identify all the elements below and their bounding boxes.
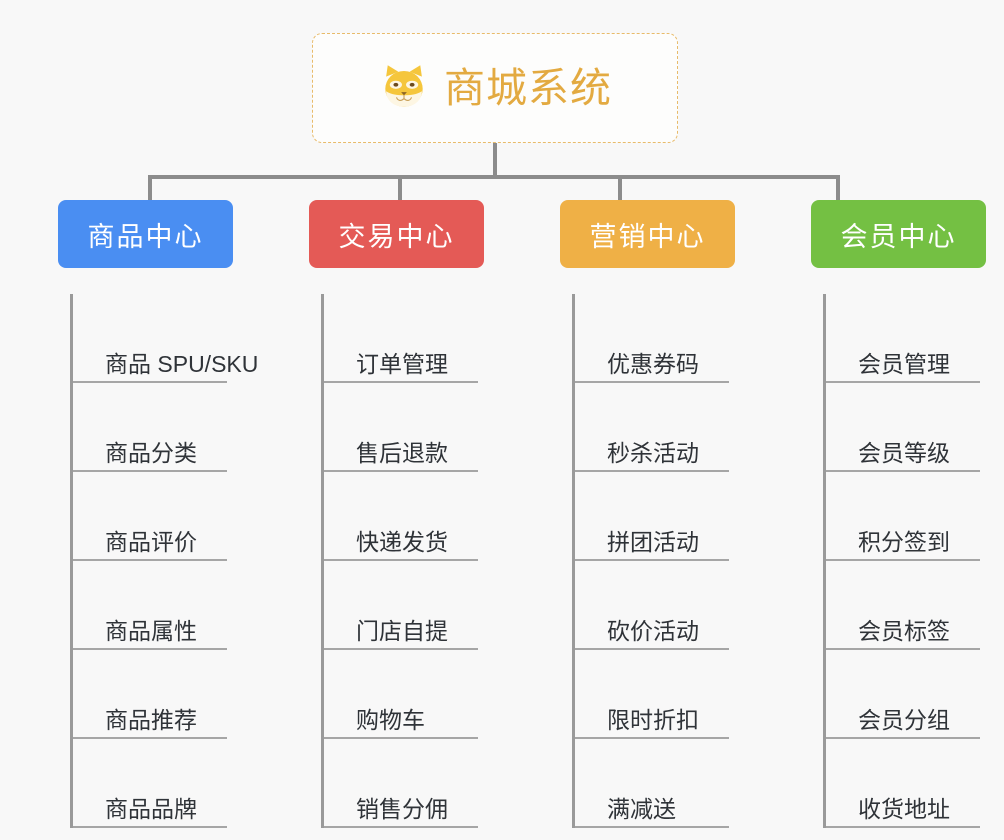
leaf-label: 满减送 bbox=[607, 796, 676, 823]
column-member-center: 会员中心 会员管理 会员等级 积分签到 会员标签 会员分组 bbox=[753, 200, 1004, 828]
list-item[interactable]: 砍价活动 bbox=[575, 561, 729, 650]
leaf-label: 商品品牌 bbox=[105, 796, 197, 823]
list-item[interactable]: 商品属性 bbox=[73, 561, 227, 650]
leaf-label: 会员管理 bbox=[858, 351, 950, 378]
leaf-list-marketing-center: 优惠券码 秒杀活动 拼团活动 砍价活动 限时折扣 满减送 bbox=[572, 294, 753, 828]
column-trade-center: 交易中心 订单管理 售后退款 快递发货 门店自提 购物车 bbox=[251, 200, 502, 828]
leaf-list-product-center: 商品 SPU/SKU 商品分类 商品评价 商品属性 商品推荐 商品品牌 bbox=[70, 294, 258, 828]
leaf-label: 商品分类 bbox=[105, 440, 197, 467]
leaf-label: 销售分佣 bbox=[356, 796, 448, 823]
list-item[interactable]: 销售分佣 bbox=[324, 739, 478, 828]
list-item[interactable]: 积分签到 bbox=[826, 472, 980, 561]
category-label: 商品中心 bbox=[87, 221, 204, 252]
list-item[interactable]: 商品评价 bbox=[73, 472, 227, 561]
leaf-label: 拼团活动 bbox=[607, 529, 699, 556]
list-item[interactable]: 订单管理 bbox=[324, 294, 478, 383]
list-item[interactable]: 限时折扣 bbox=[575, 650, 729, 739]
list-item[interactable]: 会员等级 bbox=[826, 383, 980, 472]
leaf-label: 快递发货 bbox=[356, 529, 448, 556]
category-columns: 商品中心 商品 SPU/SKU 商品分类 商品评价 商品属性 商品推荐 bbox=[0, 200, 1004, 828]
category-header-marketing-center[interactable]: 营销中心 bbox=[560, 200, 735, 268]
list-item[interactable]: 商品推荐 bbox=[73, 650, 227, 739]
leaf-label: 优惠券码 bbox=[607, 351, 699, 378]
list-item[interactable]: 会员标签 bbox=[826, 561, 980, 650]
shiba-dog-face-icon bbox=[378, 62, 430, 114]
leaf-label: 售后退款 bbox=[356, 440, 448, 467]
leaf-label: 积分签到 bbox=[858, 529, 950, 556]
category-label: 会员中心 bbox=[840, 221, 957, 252]
category-label: 营销中心 bbox=[589, 221, 706, 252]
column-marketing-center: 营销中心 优惠券码 秒杀活动 拼团活动 砍价活动 限时折扣 bbox=[502, 200, 753, 828]
leaf-label: 购物车 bbox=[356, 707, 425, 734]
list-item[interactable]: 秒杀活动 bbox=[575, 383, 729, 472]
list-item[interactable]: 商品 SPU/SKU bbox=[73, 294, 258, 383]
category-header-product-center[interactable]: 商品中心 bbox=[58, 200, 233, 268]
list-item[interactable]: 商品分类 bbox=[73, 383, 227, 472]
leaf-label: 商品评价 bbox=[105, 529, 197, 556]
leaf-list-trade-center: 订单管理 售后退款 快递发货 门店自提 购物车 销售分佣 bbox=[321, 294, 502, 828]
leaf-label: 秒杀活动 bbox=[607, 440, 699, 467]
leaf-label: 商品 SPU/SKU bbox=[105, 351, 259, 378]
list-item[interactable]: 快递发货 bbox=[324, 472, 478, 561]
list-item[interactable]: 满减送 bbox=[575, 739, 729, 828]
list-item[interactable]: 拼团活动 bbox=[575, 472, 729, 561]
list-item[interactable]: 会员管理 bbox=[826, 294, 980, 383]
root-node[interactable]: 商城系统 bbox=[312, 33, 678, 143]
leaf-label: 商品属性 bbox=[105, 618, 197, 645]
category-header-member-center[interactable]: 会员中心 bbox=[811, 200, 986, 268]
leaf-label: 会员等级 bbox=[858, 440, 950, 467]
list-item[interactable]: 门店自提 bbox=[324, 561, 478, 650]
leaf-label: 门店自提 bbox=[356, 618, 448, 645]
leaf-label: 收货地址 bbox=[858, 796, 950, 823]
root-title: 商城系统 bbox=[444, 64, 612, 111]
leaf-label: 会员标签 bbox=[858, 618, 950, 645]
leaf-list-member-center: 会员管理 会员等级 积分签到 会员标签 会员分组 收货地址 bbox=[823, 294, 1004, 828]
list-item[interactable]: 会员分组 bbox=[826, 650, 980, 739]
list-item[interactable]: 收货地址 bbox=[826, 739, 980, 828]
leaf-label: 订单管理 bbox=[356, 351, 448, 378]
category-header-trade-center[interactable]: 交易中心 bbox=[309, 200, 484, 268]
list-item[interactable]: 售后退款 bbox=[324, 383, 478, 472]
leaf-label: 砍价活动 bbox=[607, 618, 699, 645]
leaf-label: 会员分组 bbox=[858, 707, 950, 734]
category-label: 交易中心 bbox=[338, 221, 455, 252]
list-item[interactable]: 商品品牌 bbox=[73, 739, 227, 828]
list-item[interactable]: 优惠券码 bbox=[575, 294, 729, 383]
list-item[interactable]: 购物车 bbox=[324, 650, 478, 739]
leaf-label: 限时折扣 bbox=[607, 707, 699, 734]
leaf-label: 商品推荐 bbox=[105, 707, 197, 734]
column-product-center: 商品中心 商品 SPU/SKU 商品分类 商品评价 商品属性 商品推荐 bbox=[0, 200, 258, 828]
